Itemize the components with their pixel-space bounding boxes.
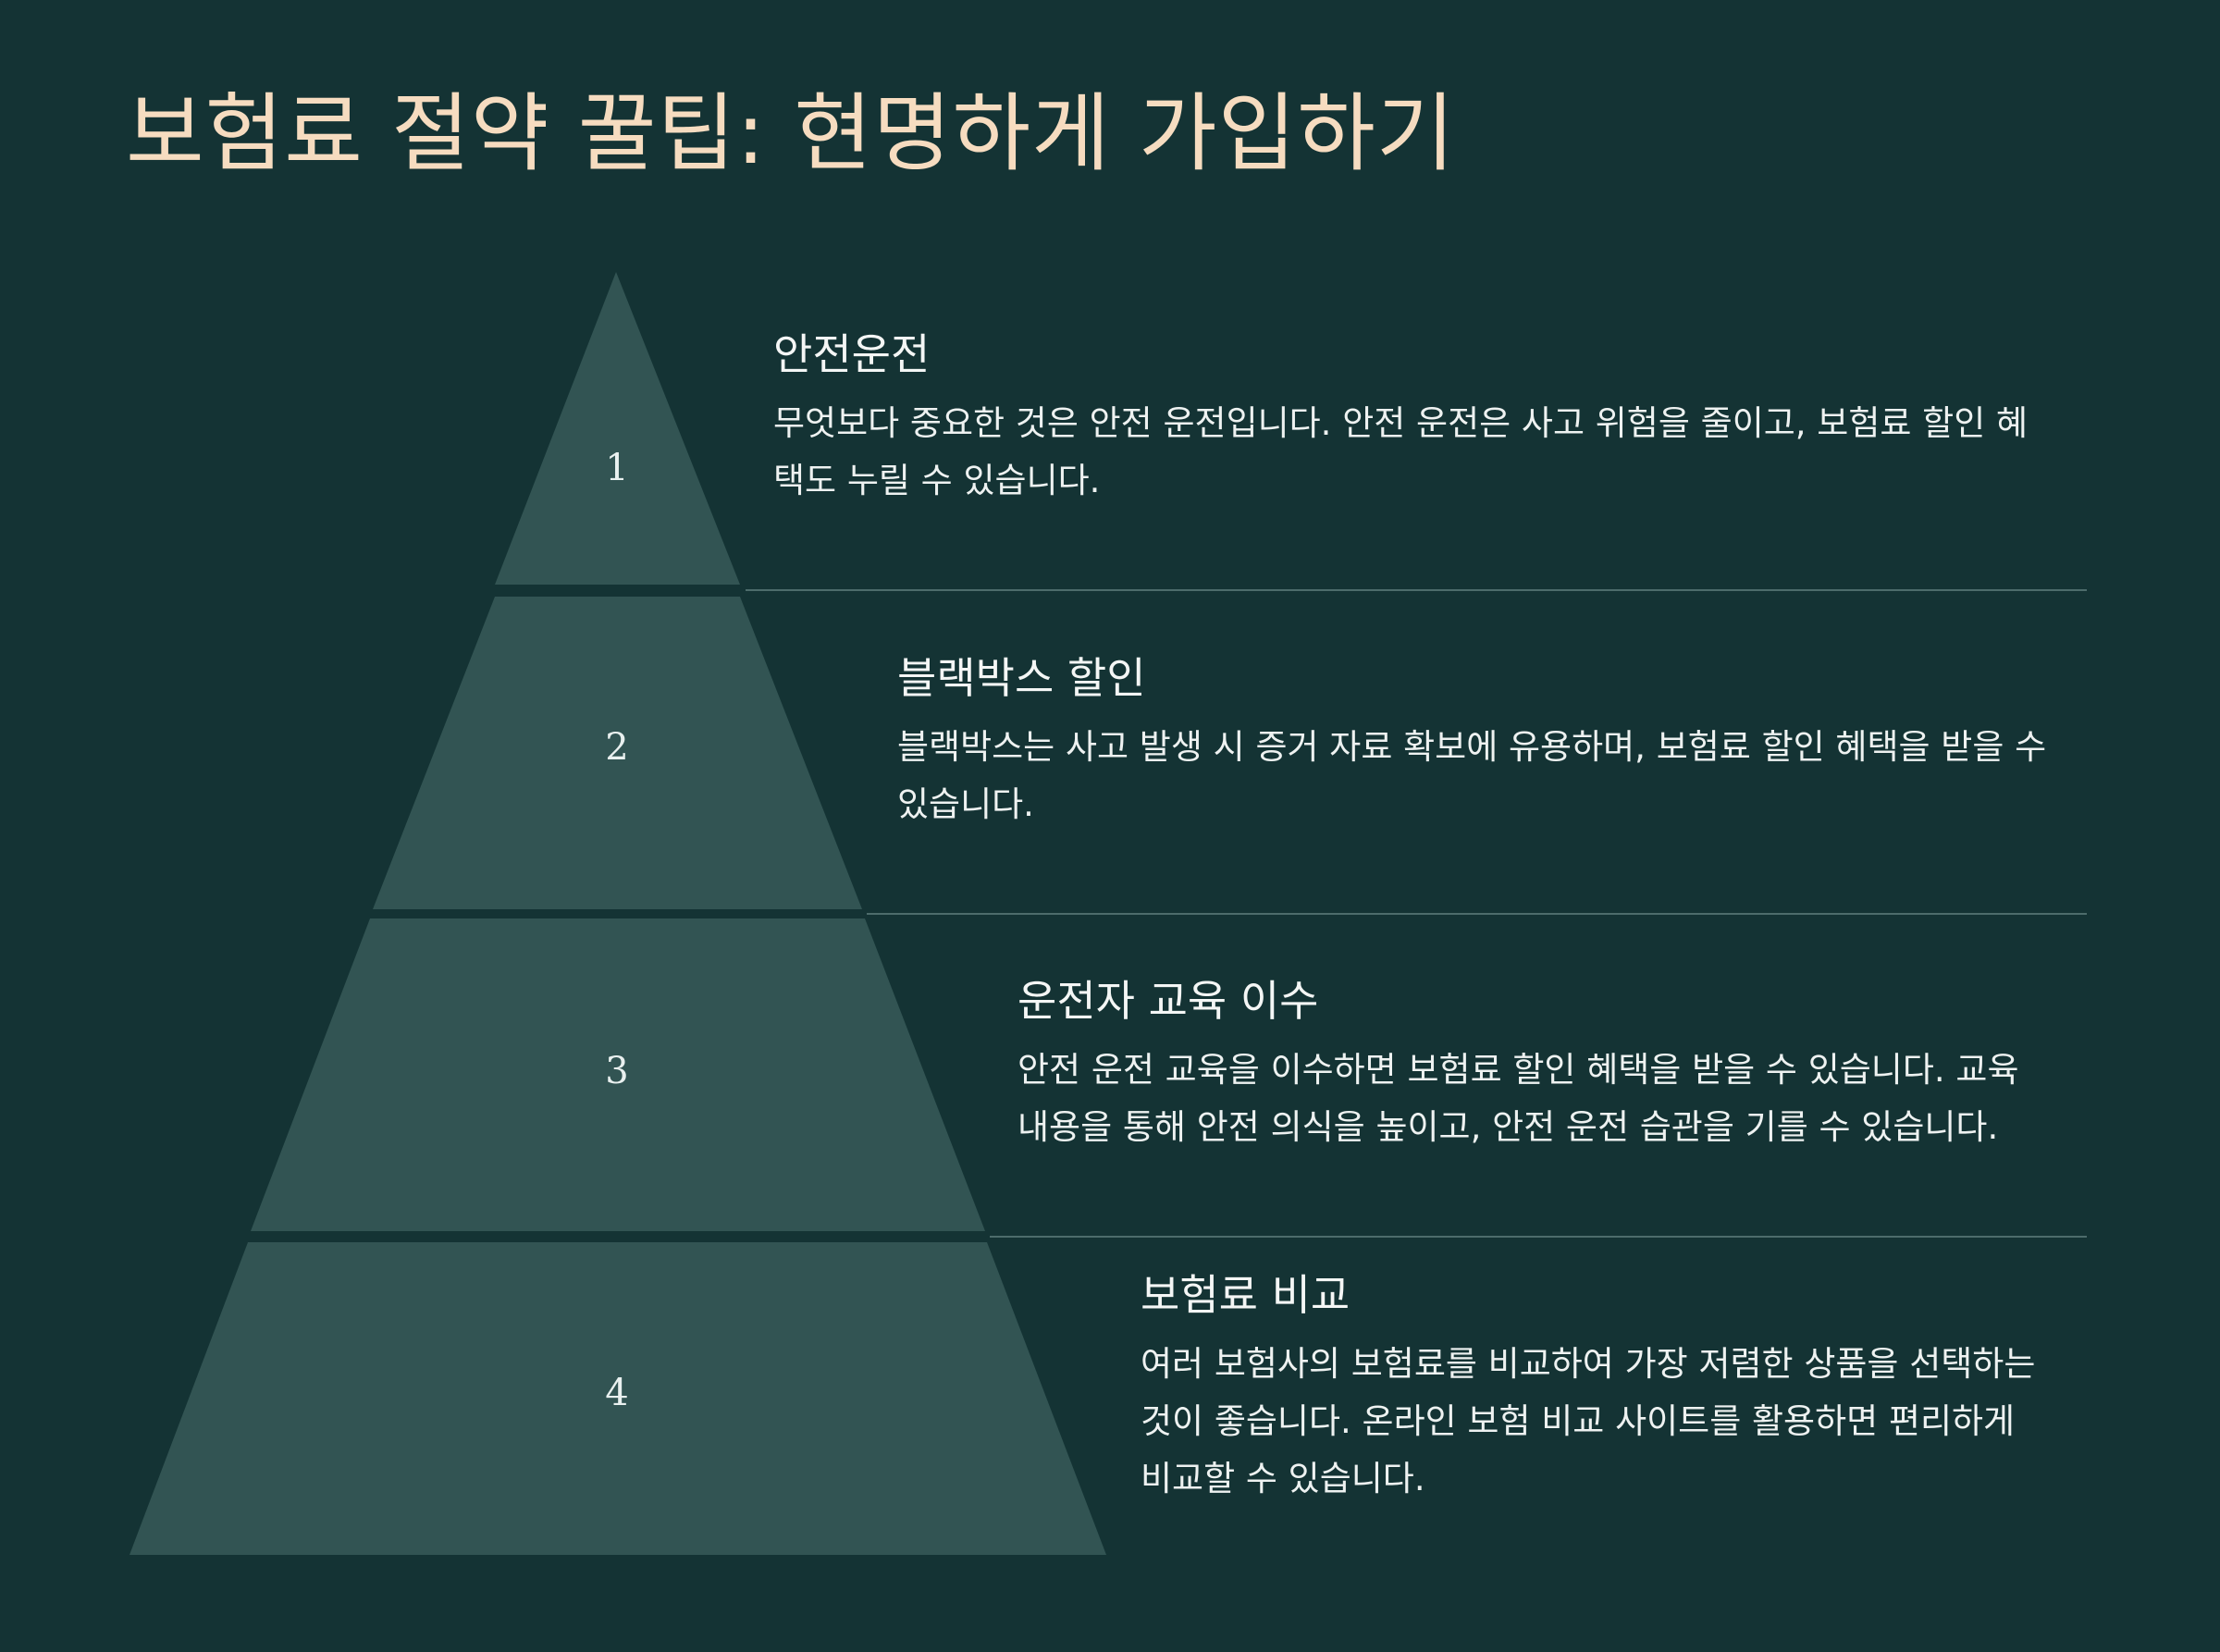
- tip-heading: 안전운전: [773, 329, 931, 379]
- tip-description: 블랙박스는 사고 발생 시 증거 자료 확보에 유용하며, 보험료 할인 혜택을…: [897, 727, 2047, 825]
- tier-number-1: 1: [605, 447, 628, 489]
- tip-heading: 보험료 비교: [1141, 1270, 1350, 1320]
- tip-item-blackbox-discount: 블랙박스 할인 블랙박스는 사고 발생 시 증거 자료 확보에 유용하며, 보험…: [897, 653, 2049, 833]
- tip-description: 무엇보다 중요한 것은 안전 운전입니다. 안전 운전은 사고 위험을 줄이고,…: [773, 403, 2029, 501]
- pyramid-tier-4: [130, 1242, 1106, 1555]
- pyramid-tier-3: [251, 918, 985, 1231]
- tip-item-driver-education: 운전자 교육 이수 안전 운전 교육을 이수하면 보험료 할인 혜택을 받을 수…: [1018, 976, 2049, 1156]
- tier-number-2: 2: [605, 726, 628, 769]
- tip-item-safe-driving: 안전운전 무엇보다 중요한 것은 안전 운전입니다. 안전 운전은 사고 위험을…: [773, 329, 2041, 510]
- pyramid-tier-2: [373, 597, 862, 909]
- page-title: 보험료 절약 꿀팁: 현명하게 가입하기: [126, 84, 1456, 183]
- tip-description: 여러 보험사의 보험료를 비교하여 가장 저렴한 상품을 선택하는 것이 좋습니…: [1141, 1344, 2036, 1499]
- tip-heading: 운전자 교육 이수: [1018, 976, 1319, 1026]
- tip-item-compare-premiums: 보험료 비교 여러 보험사의 보험료를 비교하여 가장 저렴한 상품을 선택하는…: [1141, 1270, 2056, 1508]
- tip-heading: 블랙박스 할인: [897, 653, 1146, 703]
- tier-number-3: 3: [605, 1050, 628, 1092]
- tier-number-4: 4: [605, 1372, 628, 1414]
- pyramid-tier-1: [495, 272, 740, 585]
- tip-description: 안전 운전 교육을 이수하면 보험료 할인 혜택을 받을 수 있습니다. 교육 …: [1018, 1050, 2019, 1148]
